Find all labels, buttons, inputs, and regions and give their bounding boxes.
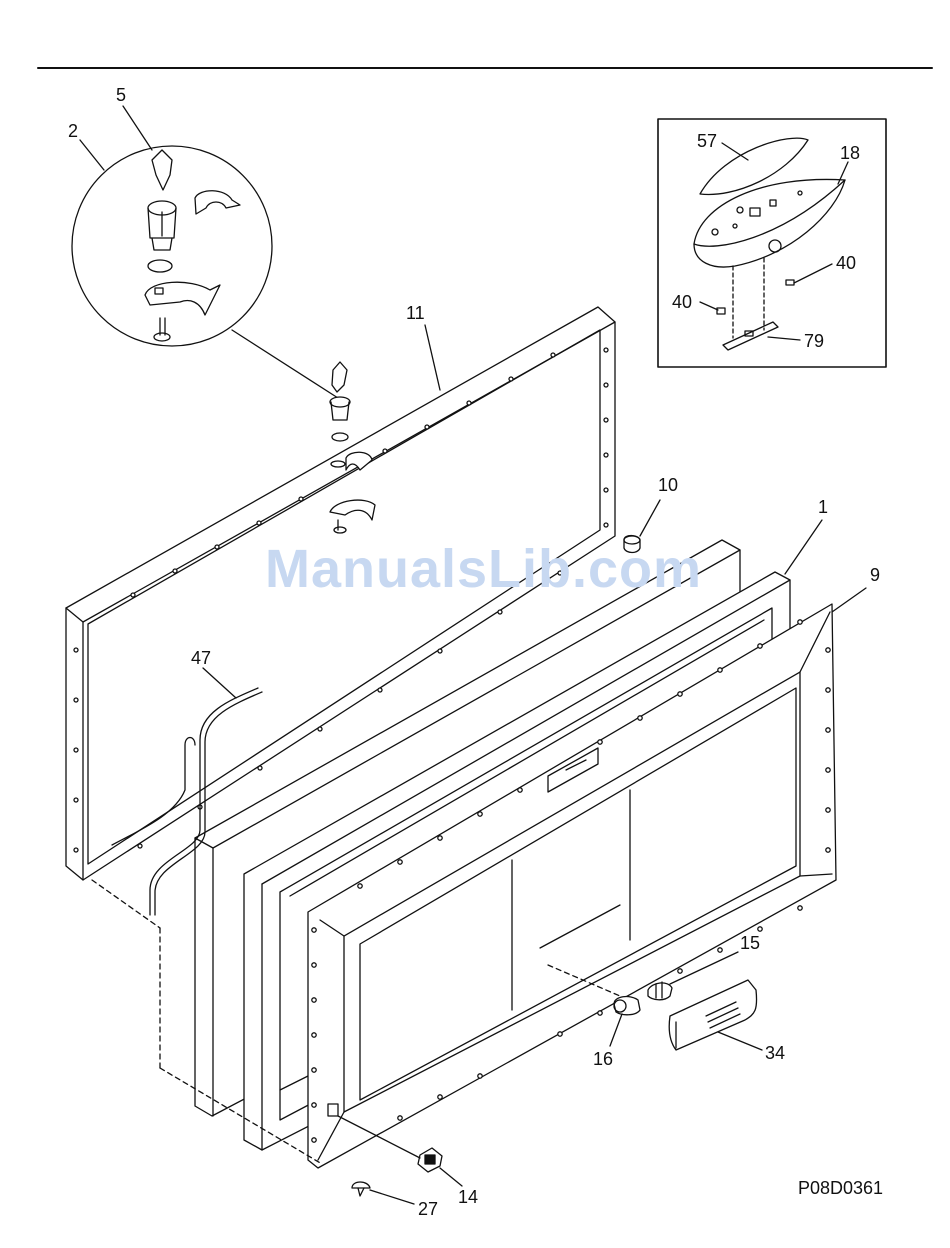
door-switch-14	[418, 1148, 442, 1172]
leader-14-b	[440, 1168, 462, 1186]
leader-10	[640, 500, 660, 536]
lock-key-5	[152, 150, 172, 190]
detail-leader-5	[123, 106, 152, 150]
part-label-15: 15	[740, 934, 760, 952]
lock-oring	[148, 260, 172, 272]
leader-34	[718, 1032, 762, 1050]
lock-cylinder	[148, 201, 176, 250]
part-label-34: 34	[765, 1044, 785, 1062]
part-label-40-right: 40	[836, 254, 856, 272]
leader-9	[832, 588, 866, 612]
part-label-57: 57	[697, 132, 717, 150]
lock-retainer-clip	[195, 191, 240, 214]
lock-detail-circle	[72, 146, 272, 346]
part-label-1: 1	[818, 498, 828, 516]
part-label-18: 18	[840, 144, 860, 162]
leader-27	[370, 1190, 414, 1204]
lock-screw	[154, 318, 170, 341]
part-label-14: 14	[458, 1188, 478, 1206]
leader-11	[425, 325, 440, 390]
lamp-cover-34	[669, 980, 756, 1050]
part-label-27: 27	[418, 1200, 438, 1218]
detail-link-line	[232, 330, 338, 398]
drawing-id: P08D0361	[798, 1178, 883, 1199]
lamp-socket-16	[614, 997, 640, 1015]
part-label-5: 5	[116, 86, 126, 104]
part-label-16: 16	[593, 1050, 613, 1068]
lamp-bulb-15	[648, 982, 672, 1000]
leader-1	[785, 520, 822, 574]
part-label-10: 10	[658, 476, 678, 494]
leader-16	[610, 1014, 622, 1046]
watermark-text: ManualsLib.com	[265, 538, 702, 600]
part-label-79: 79	[804, 332, 824, 350]
part-label-11: 11	[406, 304, 425, 322]
detail-leader-2	[80, 140, 104, 170]
lock-cam	[145, 282, 220, 315]
inset-leader-dashes	[733, 258, 764, 338]
part-label-40-left: 40	[672, 293, 692, 311]
part-label-9: 9	[870, 566, 880, 584]
screw-40-right	[786, 280, 794, 285]
screw-40-left	[717, 308, 725, 314]
push-pin-27	[352, 1182, 370, 1196]
part-label-2: 2	[68, 122, 78, 140]
bracket-79	[723, 322, 778, 350]
part-label-47: 47	[191, 649, 211, 667]
